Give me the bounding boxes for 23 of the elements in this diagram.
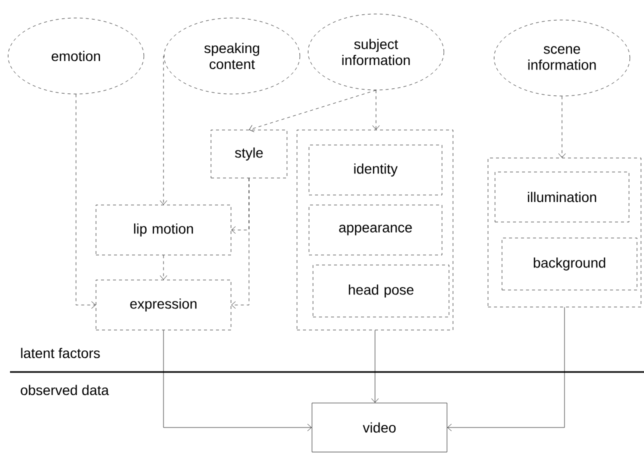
arrow <box>372 90 380 130</box>
factor-box: identity <box>308 144 442 196</box>
group-box <box>296 130 454 330</box>
factor-box: appearance <box>308 204 442 256</box>
region-label: observed data <box>20 384 109 396</box>
region-label: latent factors <box>21 348 100 358</box>
arrow <box>160 56 168 205</box>
arrow <box>160 255 168 280</box>
group-box <box>488 158 642 308</box>
factor-box: head pose <box>312 264 450 318</box>
arrow <box>371 330 379 403</box>
factor-box: illumination <box>494 172 630 222</box>
arrow <box>558 96 566 158</box>
factor-box: expression <box>96 280 232 330</box>
arrow <box>76 94 96 309</box>
factor-box: background <box>502 238 638 290</box>
arrow <box>447 307 565 432</box>
arrow <box>231 178 250 309</box>
arrow <box>249 90 376 132</box>
arrow <box>163 330 312 432</box>
factor-box: lip motion <box>96 204 232 256</box>
factor-box: style <box>210 130 288 178</box>
output-box: video <box>312 402 448 452</box>
